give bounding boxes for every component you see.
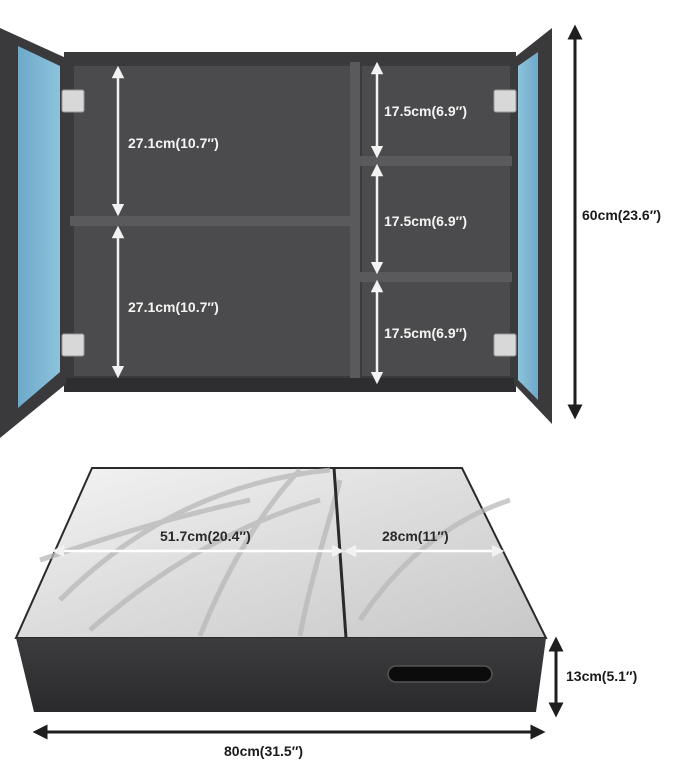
label-left-door-width: 51.7cm(20.4″) — [160, 528, 251, 544]
label-total-height: 60cm(23.6″) — [582, 207, 661, 223]
label-depth: 13cm(5.1″) — [566, 668, 637, 684]
left-door-mirror — [18, 46, 60, 408]
label-left-upper-height: 27.1cm(10.7″) — [128, 135, 219, 151]
label-right-bottom-height: 17.5cm(6.9″) — [384, 325, 467, 341]
left-shelf — [70, 216, 354, 226]
closed-cabinet-perspective-view: 51.7cm(20.4″) 28cm(11″) 13cm(5.1″) 80cm(… — [14, 467, 637, 759]
label-left-lower-height: 27.1cm(10.7″) — [128, 299, 219, 315]
center-divider — [350, 62, 360, 380]
right-compartment-middle — [362, 166, 510, 272]
open-cabinet-front-view: 27.1cm(10.7″) 27.1cm(10.7″) 17.5cm(6.9″)… — [0, 24, 661, 438]
label-right-middle-height: 17.5cm(6.9″) — [384, 213, 467, 229]
hinge-icon — [61, 89, 517, 357]
right-shelf-upper — [360, 156, 512, 166]
label-right-top-height: 17.5cm(6.9″) — [384, 103, 467, 119]
right-shelf-lower — [360, 272, 512, 282]
label-total-width: 80cm(31.5″) — [224, 743, 303, 759]
handle-slot — [387, 665, 493, 683]
right-door-mirror — [518, 52, 538, 400]
label-right-door-width: 28cm(11″) — [382, 528, 449, 544]
right-compartment-bottom — [362, 282, 510, 376]
cabinet-front-face — [16, 638, 546, 712]
cabinet-bottom-edge — [64, 378, 516, 392]
right-compartment-top — [362, 66, 510, 156]
